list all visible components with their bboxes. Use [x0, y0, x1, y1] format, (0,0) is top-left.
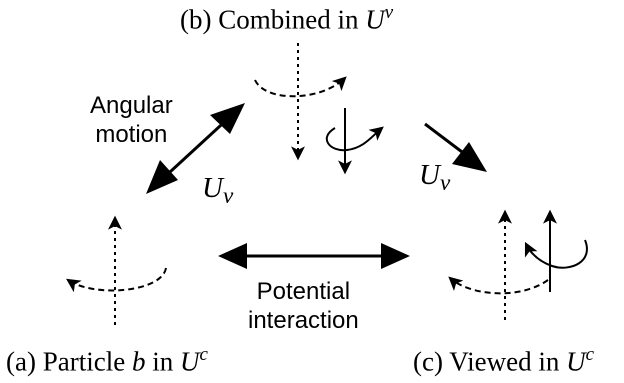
- title-combined-symbol: U: [365, 4, 385, 35]
- label-particle-mid: in: [145, 346, 180, 377]
- angular-motion-line2: motion: [95, 120, 168, 148]
- label-viewed-symbol: U: [566, 346, 586, 377]
- transition-arrows: [146, 103, 487, 269]
- label-viewed-superscript: c: [585, 344, 594, 365]
- title-combined-superscript: v: [384, 2, 394, 23]
- orbit-arc-a: [66, 267, 167, 293]
- double-arrow-left-head-bottom: [146, 160, 178, 194]
- title-combined: (b) Combined in Uv: [180, 2, 394, 35]
- label-particle-prefix: (a) Particle: [6, 346, 132, 377]
- operator-left-symbol: U: [202, 172, 223, 204]
- particle-vectors: [66, 215, 167, 325]
- operator-label-right: Uv: [419, 161, 450, 195]
- operator-right-subscript: v: [439, 169, 451, 196]
- orbit-arc-b: [254, 76, 347, 98]
- double-arrow-horizontal-head-left: [218, 243, 247, 269]
- operator-left-subscript: v: [222, 182, 234, 209]
- angular-motion-label: Angular motion: [90, 92, 173, 150]
- double-arrow-left-head-top: [210, 103, 245, 134]
- label-viewed: (c) Viewed in Uc: [413, 344, 594, 377]
- arrow-right-head: [452, 142, 487, 172]
- label-viewed-prefix: (c) Viewed in: [413, 346, 567, 377]
- label-particle-superscript: c: [199, 344, 208, 365]
- spin-loop-c: [524, 239, 588, 269]
- double-arrow-horizontal-head-right: [381, 243, 410, 269]
- label-particle-var: b: [131, 346, 146, 377]
- viewed-vectors: [448, 209, 588, 320]
- potential-interaction-line2: interaction: [248, 306, 359, 334]
- potential-interaction-line1: Potential: [256, 278, 351, 305]
- label-particle-symbol: U: [179, 346, 200, 377]
- title-combined-prefix: (b) Combined in: [180, 4, 366, 35]
- label-particle: (a) Particle b in Uc: [6, 344, 208, 377]
- potential-interaction-label: Potential interaction: [248, 278, 359, 336]
- combined-vectors: [254, 43, 384, 175]
- operator-label-left: Uv: [202, 174, 233, 208]
- orbit-arc-c: [448, 276, 549, 295]
- operator-right-symbol: U: [419, 159, 440, 191]
- spin-loop-b: [325, 126, 384, 152]
- angular-motion-line1: Angular: [90, 92, 173, 119]
